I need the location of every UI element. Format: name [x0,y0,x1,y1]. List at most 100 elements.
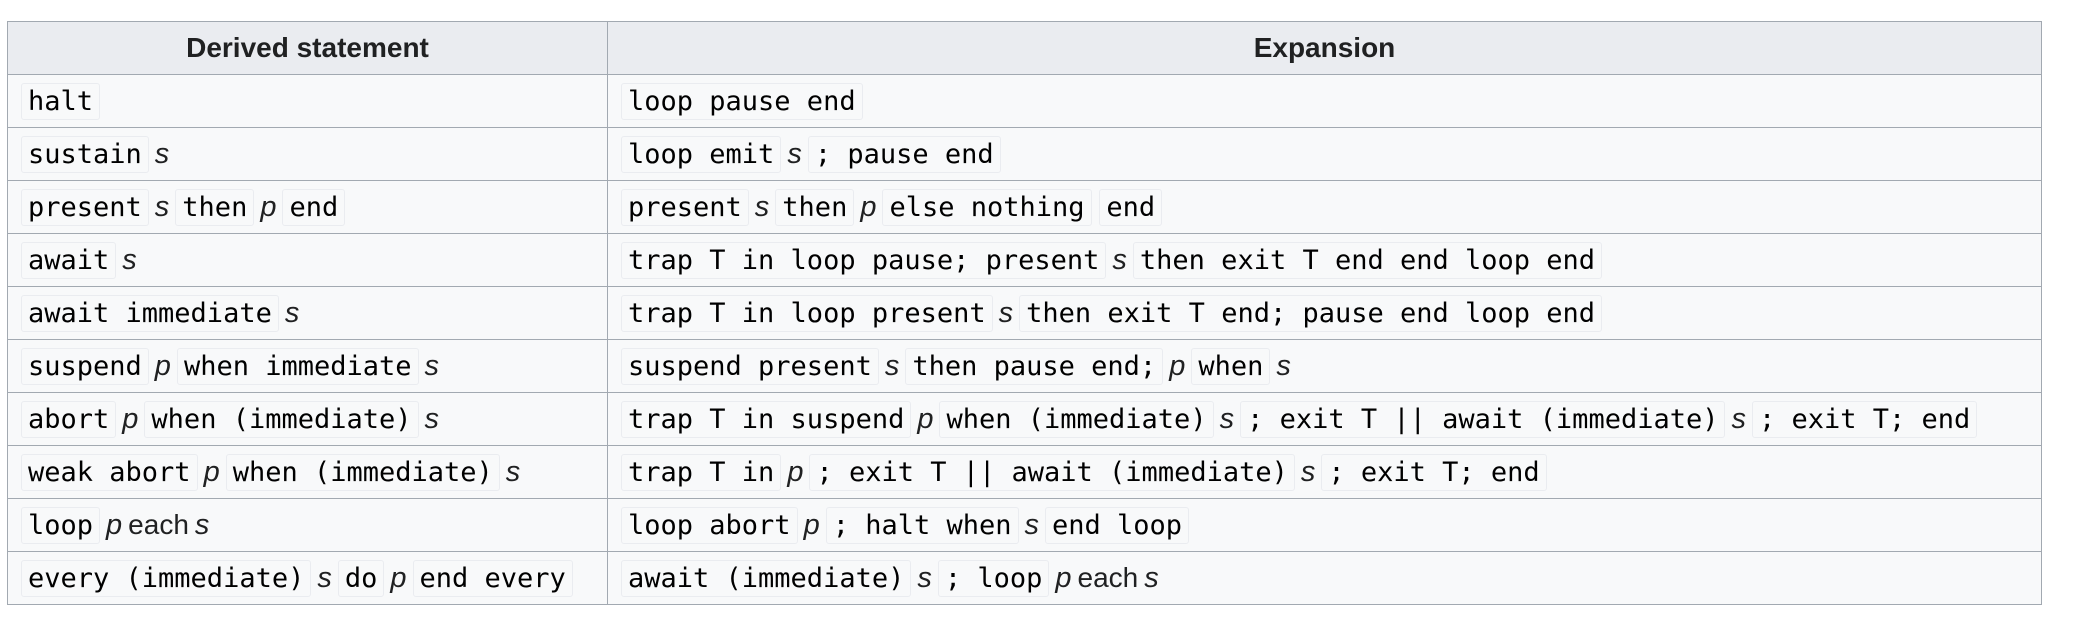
code-fragment: abort [21,400,117,438]
code-fragment: then pause end; [905,347,1164,385]
code-fragment: else nothing [882,188,1092,226]
variable: s [884,349,900,382]
variable: s [284,296,300,329]
variable: p [203,455,220,488]
code-fragment: loop emit [621,135,782,173]
variable: s [424,349,440,382]
code-fragment: every (immediate) [21,559,312,597]
code-fragment: suspend [21,347,149,385]
code-fragment: loop abort [621,506,798,544]
code-fragment: end [1099,188,1163,226]
variable: s [1144,561,1159,594]
code-fragment: trap T in loop present [621,294,993,332]
code-fragment: when immediate [176,347,419,385]
variable: s [787,137,802,170]
variable: p [260,190,277,223]
variable: s [998,296,1014,329]
variable: p [787,455,804,488]
code-fragment: trap T in loop pause; present [621,241,1107,279]
code-fragment: await (immediate) [621,559,912,597]
variable: s [1300,455,1316,488]
variable: p [1055,561,1072,594]
variable: s [917,561,932,594]
plain-text: each [128,508,189,540]
header-row: Derived statement Expansion [7,21,2042,75]
variable: s [154,190,170,223]
code-fragment: loop pause end [621,83,863,120]
code-fragment: ; exit T; end [1751,400,1978,438]
derived-statement-cell: halt [7,74,608,128]
variable: p [106,508,123,541]
code-fragment: end [282,188,346,226]
code-fragment: await [21,241,117,279]
code-fragment: ; pause end [807,135,1001,173]
code-fragment: ; exit T || await (immediate) [809,453,1295,491]
code-fragment: then [175,188,255,226]
code-fragment: present [621,188,749,226]
variable: p [860,190,877,223]
variable: p [154,349,171,382]
header-derived-statement: Derived statement [7,21,608,75]
code-fragment: then [775,188,855,226]
code-fragment: when (immediate) [144,400,419,438]
variable: s [424,402,440,435]
code-fragment: end every [412,559,573,597]
variable: p [1169,349,1186,382]
variable: p [390,561,407,594]
code-fragment: ; halt when [825,506,1019,544]
variable: p [917,402,934,435]
code-fragment: when (immediate) [225,453,500,491]
variable: p [122,402,139,435]
code-fragment: then exit T end; pause end loop end [1019,294,1603,332]
code-fragment: ; exit T; end [1321,453,1547,491]
code-fragment: await immediate [21,294,279,332]
code-fragment: trap T in suspend [621,400,912,438]
plain-text: each [1077,561,1139,593]
code-fragment: then exit T end end loop end [1132,241,1603,279]
code-fragment: halt [21,83,101,120]
code-fragment: ; loop [937,559,1050,597]
variable: s [194,508,210,541]
code-fragment: ; exit T || await (immediate) [1240,400,1726,438]
code-fragment: present [21,188,149,226]
code-fragment: loop [21,506,101,544]
variable: s [1024,508,1040,541]
variable: s [1112,243,1127,276]
code-fragment: suspend present [621,347,879,385]
variable: s [317,561,332,594]
variable: p [803,508,820,541]
header-expansion: Expansion [607,21,2042,75]
variable: s [122,243,137,276]
code-fragment: trap T in [621,453,782,491]
derived-statements-table: Derived statement Expansion halt loop pau… [7,21,2042,605]
variable: s [1219,402,1235,435]
code-fragment: weak abort [21,453,198,491]
table-row: halt loop pause end [7,74,2042,128]
variable: s [754,190,770,223]
